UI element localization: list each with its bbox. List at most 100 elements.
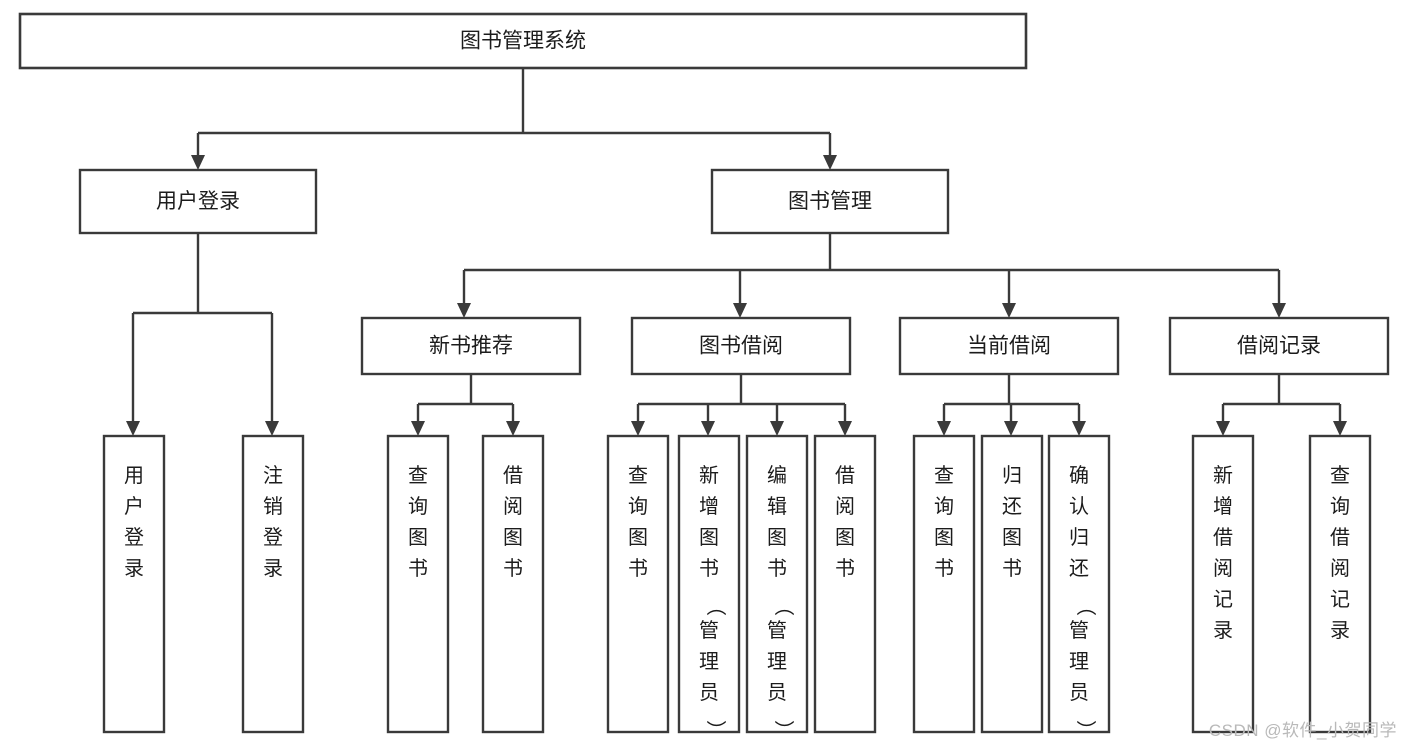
node-label-char: 询 <box>628 495 648 518</box>
node-label-char: 书 <box>503 557 523 580</box>
arrow-head-icon <box>937 421 951 436</box>
node-label-char: 记 <box>1330 588 1350 611</box>
node-box <box>745 434 809 734</box>
node-label-char: （ <box>1074 596 1097 616</box>
arrow-head-icon <box>631 421 645 436</box>
nodes-layer: 图书管理系统用户登录图书管理新书推荐图书借阅当前借阅借阅记录用户登录注销登录查询… <box>18 12 1390 740</box>
node-label-char: 借 <box>1330 526 1350 549</box>
arrow-head-icon <box>265 421 279 436</box>
node-label-char: 书 <box>835 557 855 580</box>
node-label-char: 登 <box>124 526 144 549</box>
node-label-char: 借 <box>1213 526 1233 549</box>
node-box <box>18 12 1028 70</box>
node-label-char: 用 <box>124 465 144 487</box>
node-label-char: （ <box>772 596 795 616</box>
node-label-char: 员 <box>767 682 787 704</box>
node-label-char: 图 <box>934 527 954 549</box>
node-book-borrow[interactable]: 图书借阅 <box>630 316 852 376</box>
connector-bus-book-borrow <box>638 374 845 406</box>
node-book-manage[interactable]: 图书管理 <box>710 168 950 235</box>
arrow-head-icon <box>457 303 471 318</box>
node-box <box>813 434 877 734</box>
node-user-login[interactable]: 用户登录 <box>78 168 318 235</box>
node-box <box>102 434 166 734</box>
node-label-char: 注 <box>263 464 283 487</box>
node-new-book-recommend[interactable]: 新书推荐 <box>360 316 582 376</box>
arrow-head-icon <box>1002 303 1016 318</box>
node-box <box>912 434 976 734</box>
node-label-char: 询 <box>1330 495 1350 518</box>
arrow-head-icon <box>1333 421 1347 436</box>
arrow-head-icon <box>191 155 205 170</box>
node-box <box>898 316 1120 376</box>
node-label-char: 录 <box>124 558 144 580</box>
arrow-head-icon <box>733 303 747 318</box>
node-label: 用户登录 <box>156 190 240 213</box>
node-label-char: 增 <box>699 495 719 518</box>
node-label: 当前借阅 <box>967 335 1051 358</box>
connector-bus-book-manage <box>464 233 1279 272</box>
node-box <box>1168 316 1390 376</box>
node-label-char: 阅 <box>503 495 523 518</box>
node-label-char: 销 <box>263 495 283 518</box>
arrow-head-icon <box>770 421 784 436</box>
node-current-borrow[interactable]: 当前借阅 <box>898 316 1120 376</box>
arrow-head-icon <box>1216 421 1230 436</box>
node-label: 新书推荐 <box>429 335 513 358</box>
node-label-char: 增 <box>1213 495 1233 518</box>
node-borrow-record[interactable]: 借阅记录 <box>1168 316 1390 376</box>
node-label-char: 户 <box>124 495 144 518</box>
node-label-char: 录 <box>263 558 283 580</box>
arrow-head-icon <box>1004 421 1018 436</box>
node-label: 图书管理系统 <box>460 30 586 53</box>
arrow-head-icon <box>1272 303 1286 318</box>
node-label-char: 查 <box>1330 464 1350 487</box>
connector-bus-current-borrow <box>944 374 1079 406</box>
node-box <box>1191 434 1255 734</box>
node-label-char: 阅 <box>1213 557 1233 580</box>
arrow-head-icon <box>506 421 520 436</box>
connector-bus-user-login <box>133 233 272 315</box>
node-label-char: 辑 <box>767 495 787 518</box>
node-label-char: 新 <box>1213 464 1233 487</box>
node-box <box>1308 434 1372 734</box>
arrow-head-icon <box>838 421 852 436</box>
node-label-char: 查 <box>408 464 428 487</box>
node-label-char: 书 <box>1002 557 1022 580</box>
node-root[interactable]: 图书管理系统 <box>18 12 1028 70</box>
node-leaf-user-login[interactable]: 用户登录 <box>102 434 166 734</box>
connector-bus-root <box>198 68 830 135</box>
node-label-char: 借 <box>835 464 855 487</box>
node-box <box>606 434 670 734</box>
node-label-char: 图 <box>835 527 855 549</box>
node-label-char: 询 <box>408 495 428 518</box>
node-label-char: 阅 <box>835 495 855 518</box>
arrow-head-icon <box>1072 421 1086 436</box>
node-label-char: 管 <box>699 619 719 642</box>
node-label-char: 还 <box>1069 557 1089 580</box>
node-label-char: 查 <box>934 464 954 487</box>
watermark-text: CSDN @软件_小贺同学 <box>1208 721 1397 740</box>
node-box <box>360 316 582 376</box>
node-label-char: 登 <box>263 526 283 549</box>
node-box <box>710 168 950 235</box>
arrow-head-icon <box>701 421 715 436</box>
node-label-char: 记 <box>1213 588 1233 611</box>
node-label-char: 还 <box>1002 495 1022 518</box>
arrowheads-layer <box>126 155 1347 436</box>
node-label-char: 书 <box>628 557 648 580</box>
